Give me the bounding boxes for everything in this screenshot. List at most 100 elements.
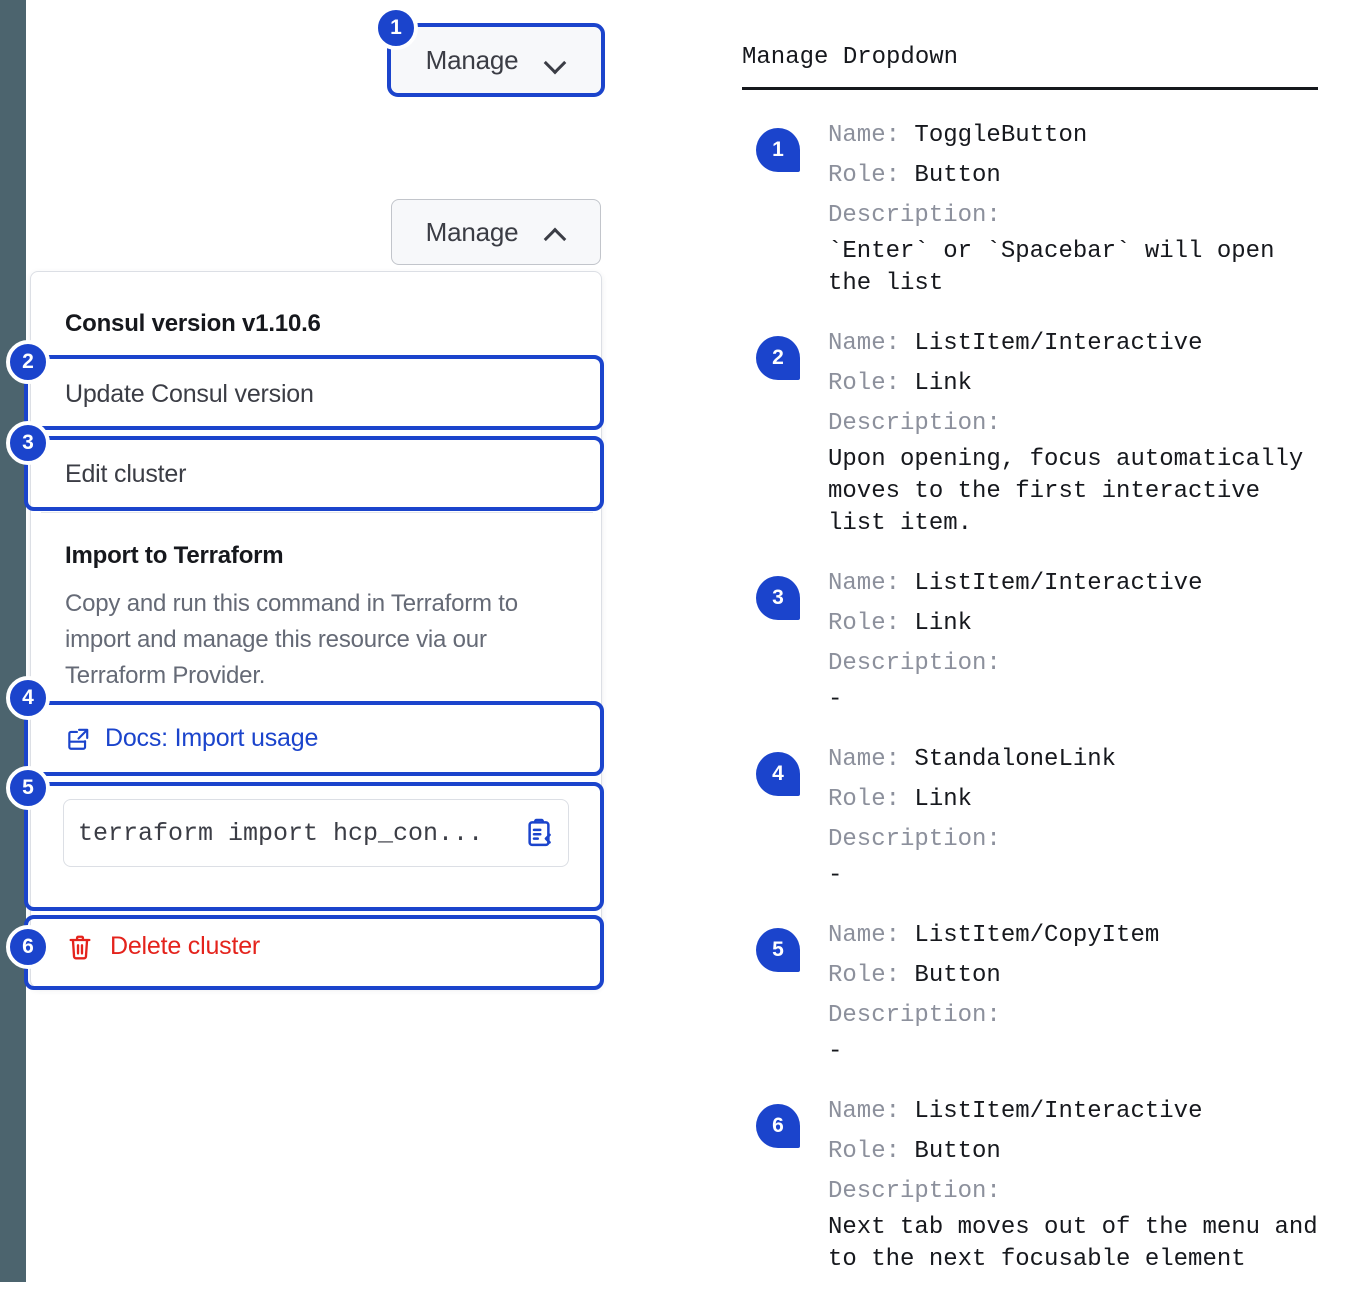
legend-role-key: Role: <box>828 1138 901 1165</box>
legend-description-value: `Enter` or `Spacebar` will open the list <box>828 238 1275 297</box>
callout-badge-2: 2 <box>6 340 50 384</box>
import-to-terraform-description: Copy and run this command in Terraform t… <box>65 590 518 689</box>
callout-badge-5: 5 <box>6 766 50 810</box>
legend-role-value: Link <box>914 786 973 813</box>
callout-badge-6: 6 <box>6 925 50 969</box>
external-link-icon <box>65 726 91 752</box>
manage-toggle-button-closed[interactable]: Manage <box>391 27 601 93</box>
legend-name-value: ListItem/CopyItem <box>914 922 1160 949</box>
legend-name-key: Name: <box>828 1098 901 1125</box>
legend-description-key: Description: <box>828 826 1001 853</box>
trash-icon <box>67 933 93 961</box>
menu-item-delete-cluster[interactable]: Delete cluster <box>67 932 260 961</box>
menu-divider <box>41 512 593 513</box>
legend-badge-6: 6 <box>756 1104 800 1148</box>
legend-name-row: Name: ListItem/Interactive <box>828 1092 1318 1132</box>
manage-dropdown-menu: Consul version v1.10.6 Update Consul ver… <box>30 271 602 988</box>
manage-toggle-label-closed: Manage <box>425 44 519 75</box>
legend-description-value: - <box>828 1038 843 1065</box>
docs-import-usage-label: Docs: Import usage <box>105 724 319 752</box>
legend-title: Manage Dropdown <box>742 44 959 71</box>
legend-role-value: Button <box>914 162 1001 189</box>
legend-description-value: - <box>828 862 843 889</box>
legend-name-value: ListItem/Interactive <box>914 570 1203 597</box>
legend-badge-4: 4 <box>756 752 800 796</box>
manage-toggle-label-open: Manage <box>425 216 519 247</box>
legend-name-row: Name: ListItem/CopyItem <box>828 916 1159 956</box>
chevron-down-icon <box>544 54 566 67</box>
menu-item-edit-cluster[interactable]: Edit cluster <box>65 460 187 488</box>
legend-description-value: Next tab moves out of the menu and to th… <box>828 1214 1318 1273</box>
legend-name-row: Name: StandaloneLink <box>828 740 1116 780</box>
legend-role-row: Role: Button <box>828 1132 1318 1172</box>
dropdown-demo-panel: Manage Manage Consul version v1.10.6 Upd… <box>0 0 700 1282</box>
legend-name-key: Name: <box>828 570 901 597</box>
legend-description-key: Description: <box>828 1002 1001 1029</box>
legend-description-key: Description: <box>828 410 1001 437</box>
legend-name-value: ListItem/Interactive <box>914 330 1203 357</box>
legend-role-key: Role: <box>828 162 901 189</box>
copy-to-clipboard-icon[interactable] <box>524 818 554 848</box>
legend-role-key: Role: <box>828 786 901 813</box>
legend-role-value: Link <box>914 370 973 397</box>
legend-role-value: Button <box>914 962 1001 989</box>
legend-badge-3: 3 <box>756 576 800 620</box>
legend-role-row: Role: Button <box>828 956 1159 996</box>
legend-name-value: ListItem/Interactive <box>914 1098 1203 1125</box>
legend-description-key: Description: <box>828 650 1001 677</box>
terraform-command-copy-field[interactable]: terraform import hcp_con... <box>63 799 569 867</box>
legend-description-value: - <box>828 686 843 713</box>
legend-name-value: StandaloneLink <box>914 746 1117 773</box>
legend-role-row: Role: Button <box>828 156 1274 196</box>
legend-name-key: Name: <box>828 746 901 773</box>
legend-role-key: Role: <box>828 962 901 989</box>
terraform-command-text: terraform import hcp_con... <box>78 818 484 848</box>
menu-item-update-consul-version[interactable]: Update Consul version <box>65 380 314 408</box>
consul-version-header: Consul version v1.10.6 <box>65 310 321 337</box>
legend-description-key: Description: <box>828 202 1001 229</box>
legend-role-row: Role: Link <box>828 780 1116 820</box>
chevron-up-icon <box>544 226 566 239</box>
legend-name-key: Name: <box>828 922 901 949</box>
legend-role-value: Link <box>914 610 973 637</box>
legend-badge-1: 1 <box>756 128 800 172</box>
legend-badge-2: 2 <box>756 336 800 380</box>
legend-description-value: Upon opening, focus automatically moves … <box>828 446 1304 537</box>
legend-name-row: Name: ToggleButton <box>828 116 1274 156</box>
legend-role-row: Role: Link <box>828 364 1303 404</box>
legend-role-key: Role: <box>828 610 901 637</box>
import-to-terraform-title: Import to Terraform <box>65 542 284 569</box>
callout-badge-4: 4 <box>6 676 50 720</box>
legend-name-key: Name: <box>828 330 901 357</box>
legend-name-value: ToggleButton <box>914 122 1088 149</box>
legend-description-key: Description: <box>828 1178 1001 1205</box>
callout-badge-3: 3 <box>6 421 50 465</box>
legend-name-key: Name: <box>828 122 901 149</box>
legend-role-row: Role: Link <box>828 604 1202 644</box>
left-side-rail <box>0 0 26 1282</box>
legend-role-value: Button <box>914 1138 1001 1165</box>
legend-name-row: Name: ListItem/Interactive <box>828 324 1303 364</box>
delete-cluster-label: Delete cluster <box>110 932 261 960</box>
callout-badge-1: 1 <box>374 6 418 50</box>
manage-toggle-button-open[interactable]: Manage <box>391 199 601 265</box>
legend-title-rule <box>742 87 1318 90</box>
menu-item-docs-import-usage[interactable]: Docs: Import usage <box>65 724 318 753</box>
legend-badge-5: 5 <box>756 928 800 972</box>
legend-name-row: Name: ListItem/Interactive <box>828 564 1202 604</box>
legend-role-key: Role: <box>828 370 901 397</box>
